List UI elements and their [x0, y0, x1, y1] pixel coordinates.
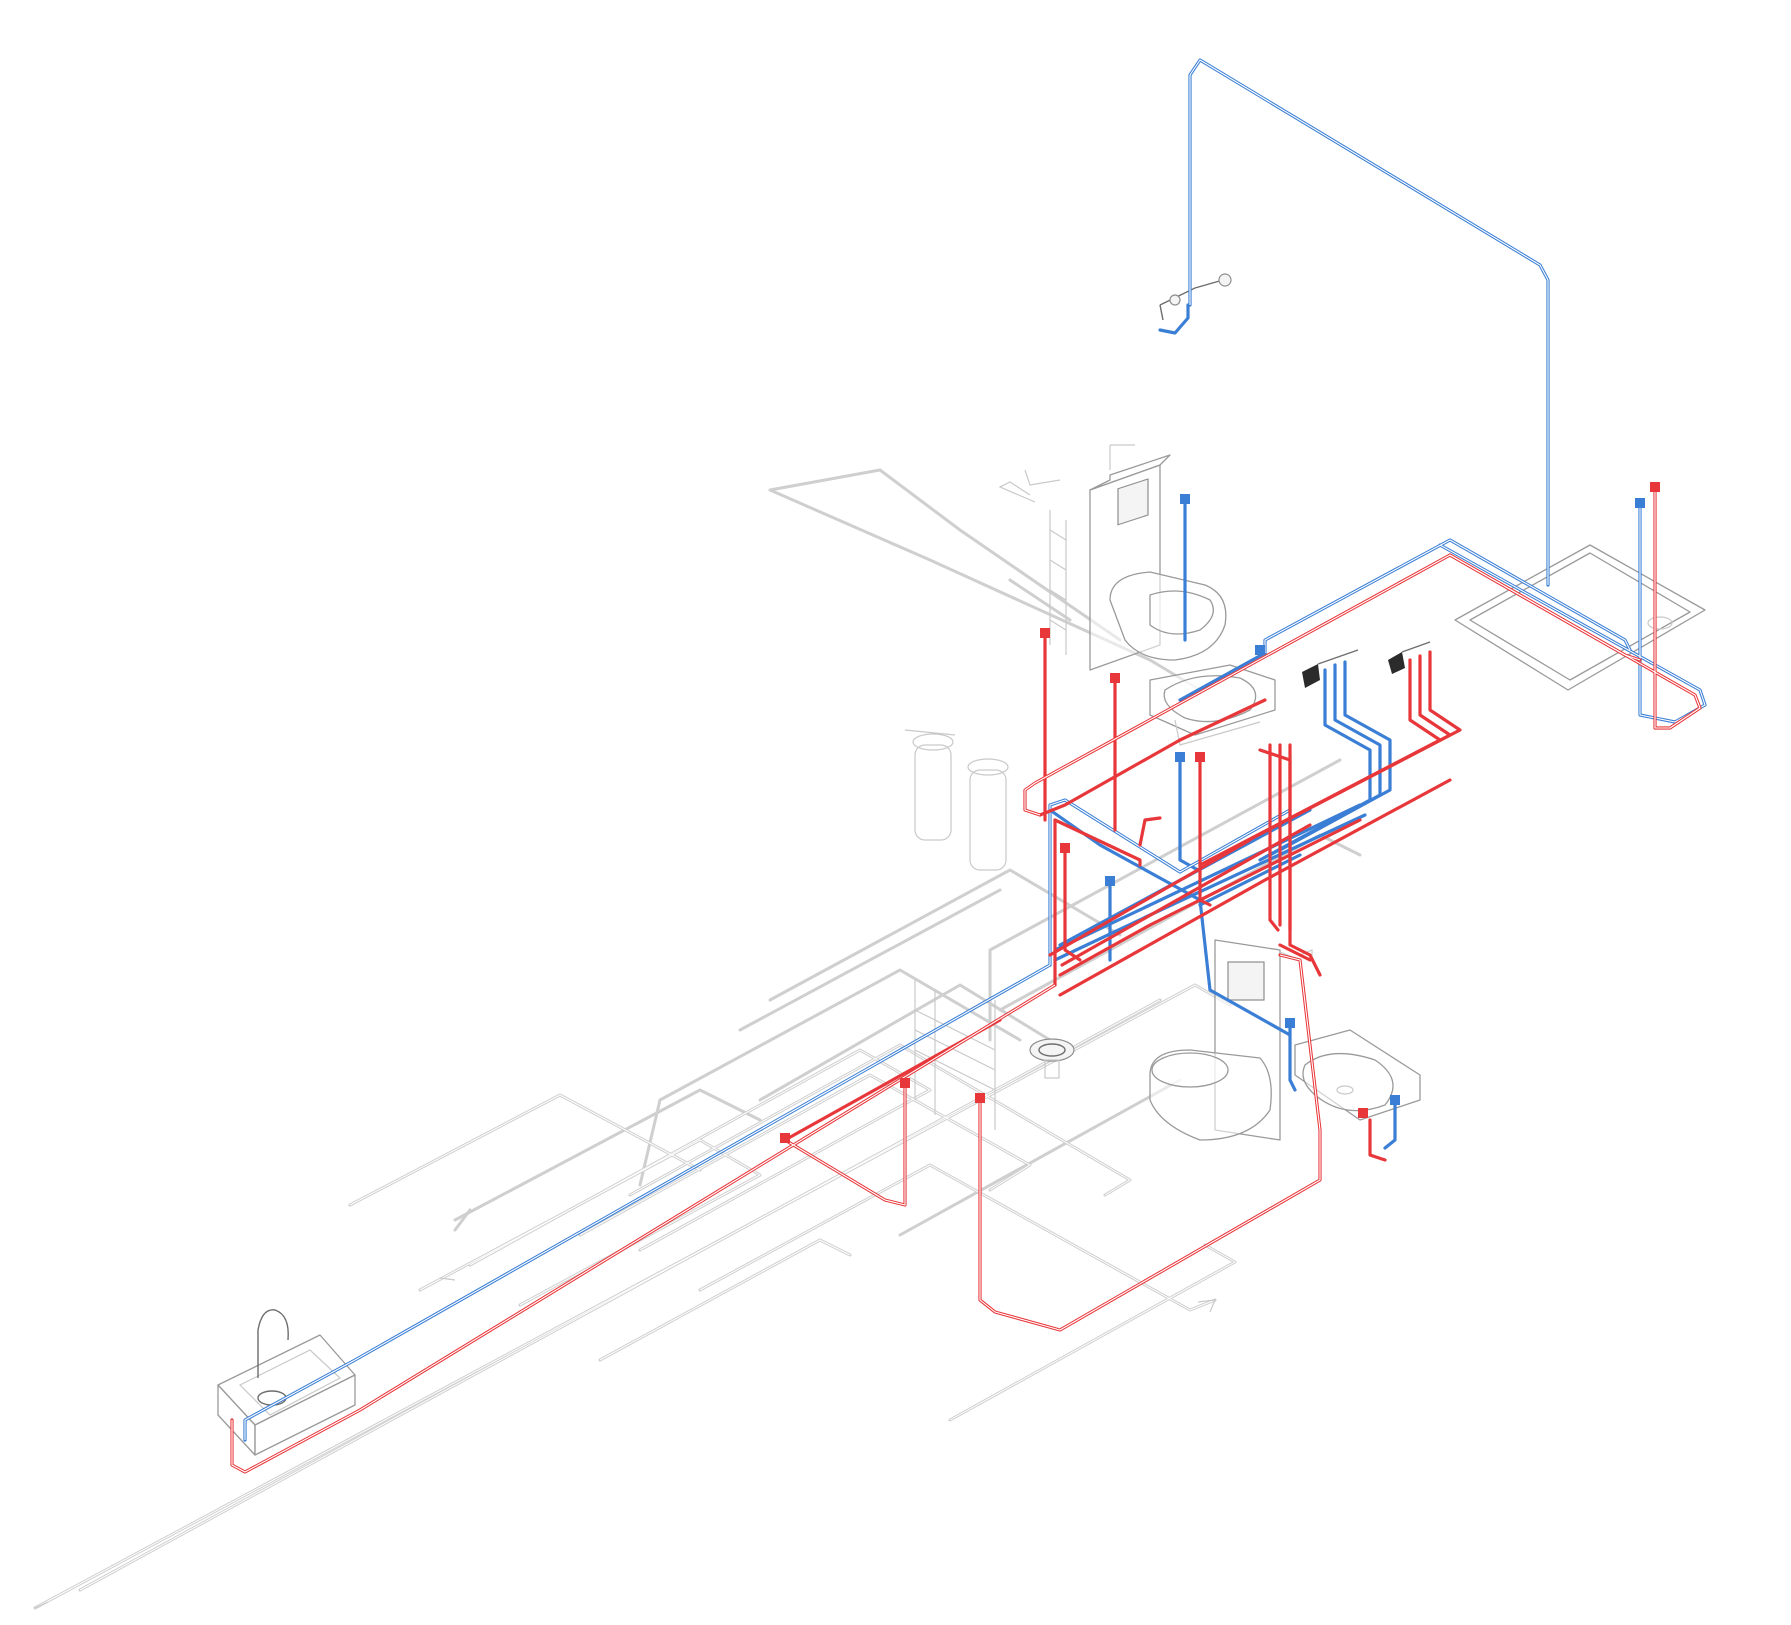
cold-water-supply [243, 58, 1707, 1442]
shower-tray [1454, 544, 1706, 691]
wall-hung-toilet-upper [1024, 444, 1227, 671]
kitchen-sink [217, 1309, 356, 1456]
water-filters [904, 729, 1009, 871]
manifold-hot [1388, 641, 1431, 674]
manifold-cold [1302, 649, 1359, 688]
wall-hung-toilet-lower [1149, 939, 1313, 1141]
towel-rail-upper [1049, 510, 1067, 655]
washbasin-upper [1149, 664, 1276, 746]
floor-drain [1029, 1038, 1075, 1079]
washbasin-lower [1294, 1029, 1421, 1121]
hot-water-supply [230, 482, 1702, 1474]
shower-valve [1159, 273, 1232, 321]
